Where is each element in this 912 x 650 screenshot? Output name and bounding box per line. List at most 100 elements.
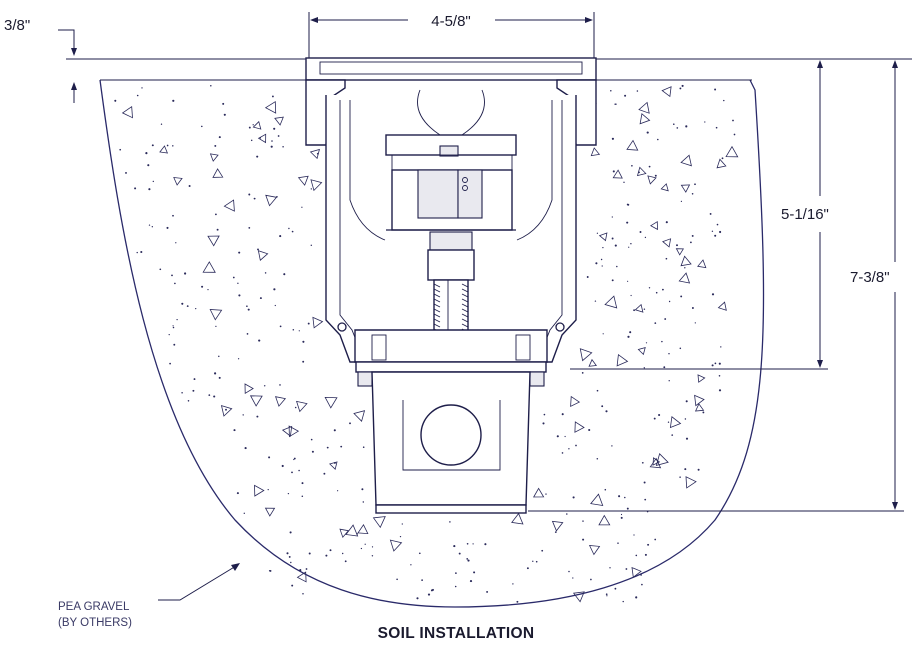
gravel-dot: [181, 302, 184, 305]
gravel-dot: [270, 145, 273, 148]
gravel-dot: [279, 235, 282, 238]
gravel-dot: [218, 136, 221, 139]
gravel-dot: [269, 569, 272, 572]
gravel-dot: [233, 429, 236, 432]
gravel-dot: [679, 87, 682, 90]
gravel-dot: [627, 335, 630, 338]
gravel-dot: [665, 221, 668, 224]
gravel-dot: [145, 152, 148, 155]
gravel-dot: [605, 593, 608, 596]
thread-mark: [461, 313, 469, 318]
gravel-dot: [250, 139, 253, 142]
gravel-dot: [467, 559, 470, 562]
gravel-dot: [337, 490, 339, 492]
gravel-stone: [121, 105, 133, 119]
gravel-dot: [472, 543, 474, 545]
gravel-dot: [627, 280, 629, 282]
gravel-stone: [649, 457, 662, 469]
gravel-dot: [207, 288, 209, 291]
gravel-stone: [274, 396, 287, 407]
gravel-stone: [639, 113, 651, 125]
gravel-dot: [184, 272, 187, 275]
gravel-dot: [294, 406, 297, 409]
dim-body-height: 5-1/16": [570, 58, 829, 370]
gravel-dot: [718, 362, 721, 365]
gravel-dot: [469, 580, 473, 583]
gravel-dot: [541, 549, 544, 552]
gravel-dot: [633, 534, 635, 536]
gravel-dot: [561, 452, 564, 454]
conduit-hub: [402, 400, 501, 471]
gravel-stone: [264, 507, 276, 517]
gravel-stone: [345, 524, 359, 537]
gravel-dot: [473, 571, 476, 574]
gravel-dot: [210, 84, 212, 87]
thread-coupler: [429, 231, 473, 251]
gravel-dot: [416, 597, 419, 600]
gravel-stone: [309, 148, 320, 160]
gravel-dot: [604, 488, 607, 491]
gravel-stone: [685, 476, 697, 489]
gravel-dot: [293, 458, 295, 461]
gravel-dot: [679, 476, 681, 478]
screw-right: [555, 322, 565, 332]
gravel-dot: [466, 558, 469, 560]
gravel-dot: [166, 226, 169, 229]
gravel-dot: [718, 375, 721, 377]
gravel-dot: [246, 305, 248, 308]
gravel-dot: [152, 180, 154, 183]
gravel-dot: [302, 593, 304, 595]
gravel-dot: [273, 288, 276, 291]
gravel-dot: [639, 231, 642, 233]
gravel-dot: [641, 461, 644, 464]
gravel-dot: [641, 583, 643, 586]
gravel-dot: [248, 227, 251, 229]
gravel-dot: [594, 300, 597, 302]
gravel-stone: [288, 425, 300, 438]
gravel-dot: [176, 318, 178, 321]
gravel-dot: [716, 223, 719, 226]
gravel-dot: [629, 331, 632, 334]
gravel-dot: [627, 203, 630, 206]
gravel-stone: [680, 255, 692, 267]
gravel-dot: [291, 230, 294, 233]
gravel-dot: [680, 200, 683, 203]
gravel-dot: [141, 87, 143, 89]
gravel-stone: [281, 425, 293, 437]
gravel-stone: [533, 487, 545, 498]
nut-right: [529, 371, 545, 387]
led-dot-upper: [462, 177, 468, 183]
dim-width-label: 4-5/8": [431, 13, 471, 30]
gravel-dot: [267, 488, 269, 491]
gravel-stone: [579, 348, 593, 362]
gravel-dot: [364, 543, 366, 545]
gravel-stone: [634, 303, 644, 313]
gravel-dot: [572, 496, 575, 499]
gravel-dot: [595, 262, 598, 265]
gravel-stone: [572, 591, 585, 603]
gravel-dot: [636, 90, 639, 92]
gravel-stone: [647, 175, 657, 185]
gravel-stone: [680, 184, 691, 193]
gravel-dot: [633, 309, 636, 312]
gravel-stone: [209, 153, 219, 162]
gravel-dot: [484, 543, 487, 546]
gravel-dot: [252, 124, 254, 126]
gravel-stone: [329, 461, 338, 470]
gravel-stone: [661, 86, 672, 98]
gravel-dot: [248, 193, 251, 196]
pea-gravel-callout: PEA GRAVEL (BY OTHERS): [58, 563, 240, 629]
gravel-stone: [257, 250, 269, 261]
gravel-dot: [140, 250, 143, 254]
gravel-dot: [281, 464, 284, 468]
gravel-stone: [678, 272, 691, 284]
gravel-dot: [410, 564, 412, 566]
gravel-dot: [676, 127, 679, 129]
gravel-dot: [543, 413, 546, 416]
gravel-dot: [201, 125, 203, 128]
gravel-dot: [643, 367, 645, 369]
gravel-stone: [680, 154, 692, 167]
gravel-dot: [733, 133, 736, 136]
gravel-stone: [209, 309, 223, 321]
gravel-dot: [535, 560, 538, 563]
